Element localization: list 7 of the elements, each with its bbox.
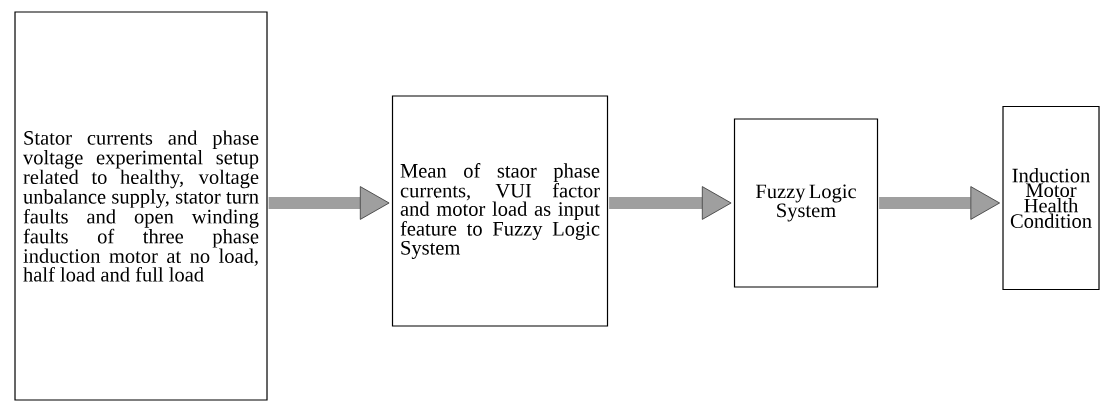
process-box: Induction Motor Health Condition	[1002, 105, 1100, 291]
process-box: Fuzzy Logic System	[733, 118, 879, 288]
block-arrow	[609, 186, 732, 220]
block-arrow	[268, 186, 390, 220]
process-box: Mean of staor phase currents, VUI factor and motor load as input feature to Fuzzy Logic System	[391, 95, 609, 327]
process-box: Stator currents and phase voltage experimental setup related to healthy, voltage unbalance supply, stator turn faults and open winding faults of three phase induction motor at no load, half load and full load	[14, 11, 268, 401]
block-arrow	[879, 186, 1000, 220]
